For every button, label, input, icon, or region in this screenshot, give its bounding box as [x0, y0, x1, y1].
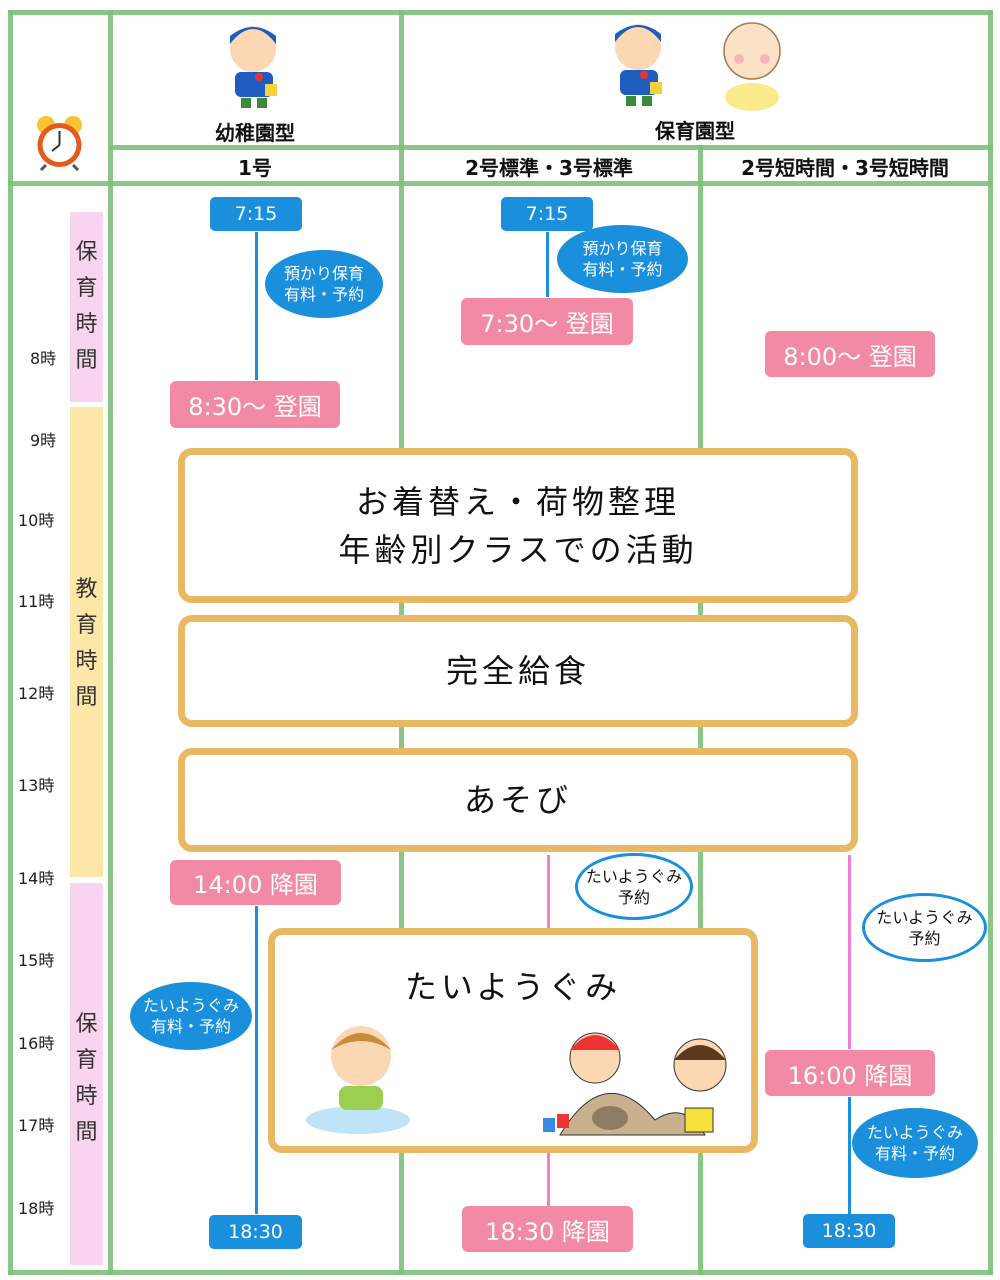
grid-line — [8, 10, 13, 1275]
time-box-c1-leave: 14:00 降園 — [170, 860, 341, 905]
bubble-text: たいようぐみ — [585, 866, 683, 886]
eating-child-icon — [306, 1026, 410, 1134]
bubble-text: たいようぐみ — [142, 996, 240, 1015]
time-box-c3-arrive: 8:00〜 登園 — [765, 331, 935, 377]
time-box-c2-start: 7:15 — [501, 197, 593, 231]
activity-text: お着替え・荷物整理 — [355, 482, 680, 521]
activity-text: たいようぐみ — [404, 968, 622, 1006]
arrow-line — [255, 232, 258, 380]
bubble-taiyou-paid: たいようぐみ有料・予約 — [130, 982, 252, 1050]
bubble-text: 預かり保育 — [582, 239, 663, 258]
grid-line — [110, 145, 993, 150]
grid-line — [108, 10, 113, 1275]
nursery-child-icon — [615, 24, 662, 106]
bar-char: 時 — [75, 1084, 98, 1109]
sandbox-children-icon — [543, 1032, 727, 1136]
type-nursery-label: 保育園型 — [655, 119, 735, 143]
time-box-c1-arrive: 8:30〜 登園 — [170, 381, 340, 428]
bar-char: 育 — [75, 613, 98, 638]
bubble-extended-care: 預かり保育有料・予約 — [265, 250, 383, 318]
hour-label: 13時 — [18, 776, 55, 795]
time-box-c3-end: 18:30 — [803, 1214, 895, 1248]
time-box-c1-end: 18:30 — [209, 1215, 302, 1249]
hour-label: 18時 — [18, 1199, 55, 1218]
bar-char: 間 — [75, 1120, 98, 1145]
arrow-line — [547, 1150, 550, 1206]
baby-icon — [723, 22, 781, 111]
bar-char: 時 — [75, 312, 98, 337]
grid-line — [8, 181, 993, 186]
bubble-text: 予約 — [617, 887, 650, 907]
column-header-2: 2号標準・3号標準 — [465, 156, 633, 180]
arrow-line — [848, 1097, 851, 1214]
bar-char: 保 — [75, 240, 98, 265]
time-box-c3-leave: 16:00 降園 — [765, 1050, 935, 1096]
hour-label: 16時 — [18, 1034, 55, 1053]
type-kindergarten-label: 幼稚園型 — [215, 121, 295, 145]
care-time-bar-bottom: 保育時間 — [70, 883, 103, 1265]
bubble-text: 有料・予約 — [874, 1144, 955, 1163]
bar-char: 間 — [75, 685, 98, 710]
hour-label: 15時 — [18, 951, 55, 970]
hour-label: 14時 — [18, 869, 55, 888]
arrow-line — [546, 232, 549, 297]
arrow-line — [255, 906, 258, 1214]
grid-line — [8, 1270, 993, 1275]
care-time-bar-top: 保育時間 — [70, 212, 103, 402]
activity-lunch: 完全給食 — [178, 615, 858, 727]
time-box-c1-start: 7:15 — [210, 197, 302, 231]
time-box-c2-leave: 18:30 降園 — [462, 1206, 633, 1252]
bubble-taiyou-reserve: たいようぐみ予約 — [575, 853, 693, 920]
bubble-text: 預かり保育 — [283, 264, 364, 283]
bubble-text: 有料・予約 — [150, 1017, 231, 1036]
hour-label: 17時 — [18, 1116, 55, 1135]
hour-label: 8時 — [30, 349, 57, 368]
bar-char: 育 — [75, 1048, 98, 1073]
activity-text: 年齢別クラスでの活動 — [338, 530, 698, 569]
hour-label: 11時 — [18, 592, 55, 611]
kindergarten-child-icon — [230, 26, 277, 108]
activity-morning: お着替え・荷物整理年齢別クラスでの活動 — [178, 448, 858, 603]
bubble-text: 予約 — [908, 928, 941, 948]
activity-text: あそび — [463, 781, 572, 819]
activity-text: 完全給食 — [445, 652, 590, 690]
column-header-1: 1号 — [238, 156, 272, 180]
arrow-line — [848, 855, 851, 1049]
bubble-taiyou-paid: たいようぐみ有料・予約 — [852, 1108, 978, 1178]
hour-label: 12時 — [18, 684, 55, 703]
grid-line — [8, 10, 993, 15]
hour-label: 10時 — [18, 511, 55, 530]
time-box-c2-arrive: 7:30〜 登園 — [461, 298, 633, 345]
grid-line — [988, 10, 993, 1275]
arrow-line — [547, 855, 550, 935]
bar-char: 育 — [75, 276, 98, 301]
activity-play: あそび — [178, 748, 858, 852]
bubble-text: 有料・予約 — [582, 260, 663, 279]
bubble-taiyou-reserve: たいようぐみ予約 — [862, 893, 987, 962]
alarm-clock-icon — [37, 116, 82, 171]
hour-label: 9時 — [30, 431, 57, 450]
bubble-text: たいようぐみ — [866, 1123, 964, 1142]
bar-char: 間 — [75, 348, 98, 373]
education-time-bar: 教育時間 — [70, 407, 103, 877]
bar-char: 時 — [75, 649, 98, 674]
bar-char: 教 — [75, 577, 98, 602]
bubble-text: 有料・予約 — [283, 285, 364, 304]
bubble-extended-care: 預かり保育有料・予約 — [557, 225, 688, 293]
column-header-3: 2号短時間・3号短時間 — [741, 156, 949, 180]
bar-char: 保 — [75, 1012, 98, 1037]
bubble-text: たいようぐみ — [876, 907, 973, 927]
